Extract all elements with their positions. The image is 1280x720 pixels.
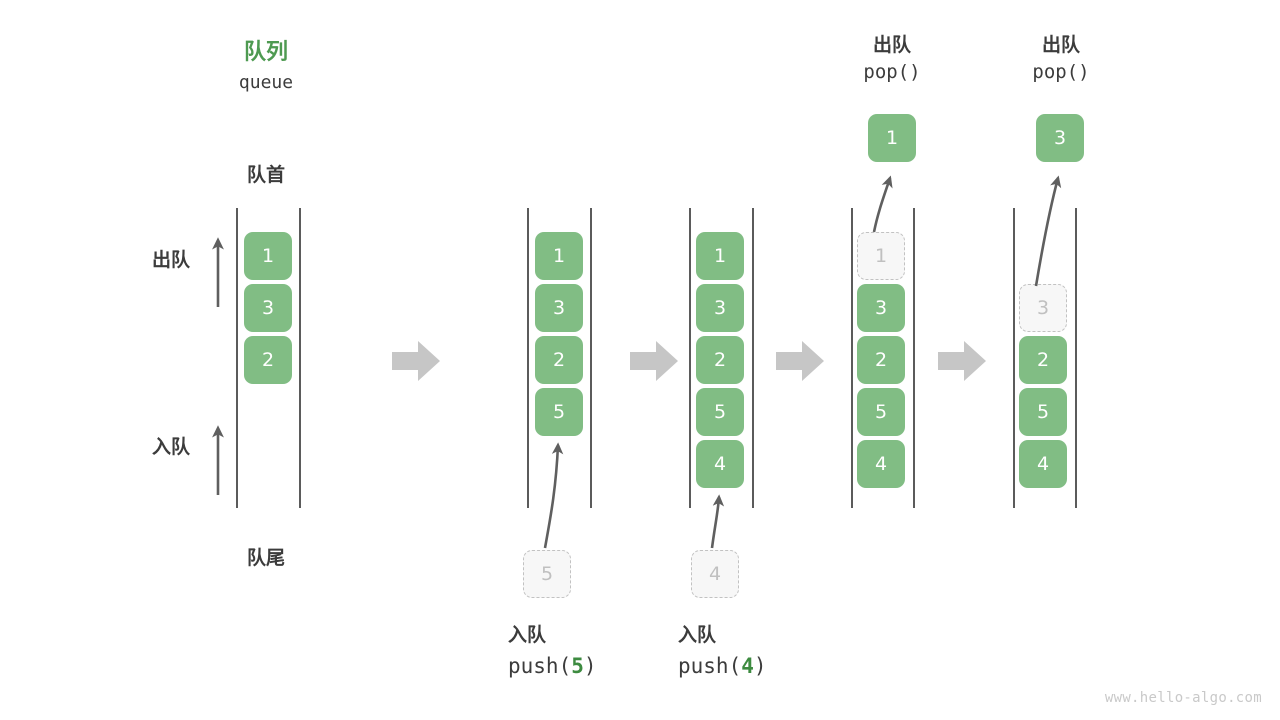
- pop-caption-1: 出队 pop(): [822, 32, 962, 86]
- queue-rail-left: [851, 208, 853, 508]
- step-arrow: [392, 341, 440, 381]
- queue-cell-new: 5: [535, 388, 583, 436]
- queue-cell: 1: [696, 232, 744, 280]
- push-caption-code: push(4): [678, 654, 767, 678]
- queue-cell: 3: [244, 284, 292, 332]
- queue-cell: 3: [696, 284, 744, 332]
- queue-cell: 2: [244, 336, 292, 384]
- queue-rail-right: [913, 208, 915, 508]
- incoming-element-ghost: 5: [523, 550, 571, 598]
- pop-caption-3: 出队 pop(): [991, 32, 1131, 86]
- queue-cell: 1: [535, 232, 583, 280]
- pop-arrow-1: [872, 175, 893, 233]
- queue-cell: 5: [857, 388, 905, 436]
- push-caption-5: 入队 push(5): [508, 620, 597, 682]
- pop-caption-cn: 出队: [872, 34, 911, 56]
- queue-rail-left: [527, 208, 529, 508]
- queue-cell: 4: [1019, 440, 1067, 488]
- step-arrow: [938, 341, 986, 381]
- pop-caption-code: pop(): [1032, 61, 1090, 83]
- popped-element: 3: [1036, 114, 1084, 162]
- queue-title-en: queue: [238, 72, 294, 93]
- queue-title-cn: 队列: [243, 40, 288, 65]
- push-arrow-5: [543, 442, 564, 549]
- push-caption-cn: 入队: [508, 624, 547, 646]
- queue-rail-left: [1013, 208, 1015, 508]
- queue-rail-left: [236, 208, 238, 508]
- side-label-push: 入队: [151, 436, 190, 458]
- queue-rail-right: [1075, 208, 1077, 508]
- queue-cell-new: 4: [696, 440, 744, 488]
- queue-rail-right: [299, 208, 301, 508]
- side-label-pop: 出队: [151, 249, 190, 271]
- queue-cell-removed: 1: [857, 232, 905, 280]
- queue-cell: 2: [696, 336, 744, 384]
- push-arrow-4: [710, 494, 725, 549]
- push-caption-4: 入队 push(4): [678, 620, 767, 682]
- queue-cell: 2: [857, 336, 905, 384]
- pop-caption-code: pop(): [863, 61, 921, 83]
- incoming-element-ghost: 4: [691, 550, 739, 598]
- queue-rail-left: [689, 208, 691, 508]
- push-caption-code: push(5): [508, 654, 597, 678]
- step-arrow: [776, 341, 824, 381]
- push-caption-cn: 入队: [678, 624, 717, 646]
- popped-element: 1: [868, 114, 916, 162]
- queue-cell: 1: [244, 232, 292, 280]
- queue-cell-removed: 3: [1019, 284, 1067, 332]
- queue-rail-right: [590, 208, 592, 508]
- queue-rail-right: [752, 208, 754, 508]
- queue-head-label: 队首: [246, 164, 285, 186]
- queue-cell: 2: [535, 336, 583, 384]
- step-arrow: [630, 341, 678, 381]
- watermark: www.hello-algo.com: [1104, 690, 1262, 706]
- queue-cell: 5: [696, 388, 744, 436]
- queue-cell: 4: [857, 440, 905, 488]
- queue-tail-label: 队尾: [246, 547, 285, 569]
- queue-cell: 5: [1019, 388, 1067, 436]
- pop-caption-cn: 出队: [1041, 34, 1080, 56]
- queue-cell: 3: [857, 284, 905, 332]
- queue-cell: 2: [1019, 336, 1067, 384]
- queue-cell: 3: [535, 284, 583, 332]
- pop-arrow-3: [1034, 175, 1062, 287]
